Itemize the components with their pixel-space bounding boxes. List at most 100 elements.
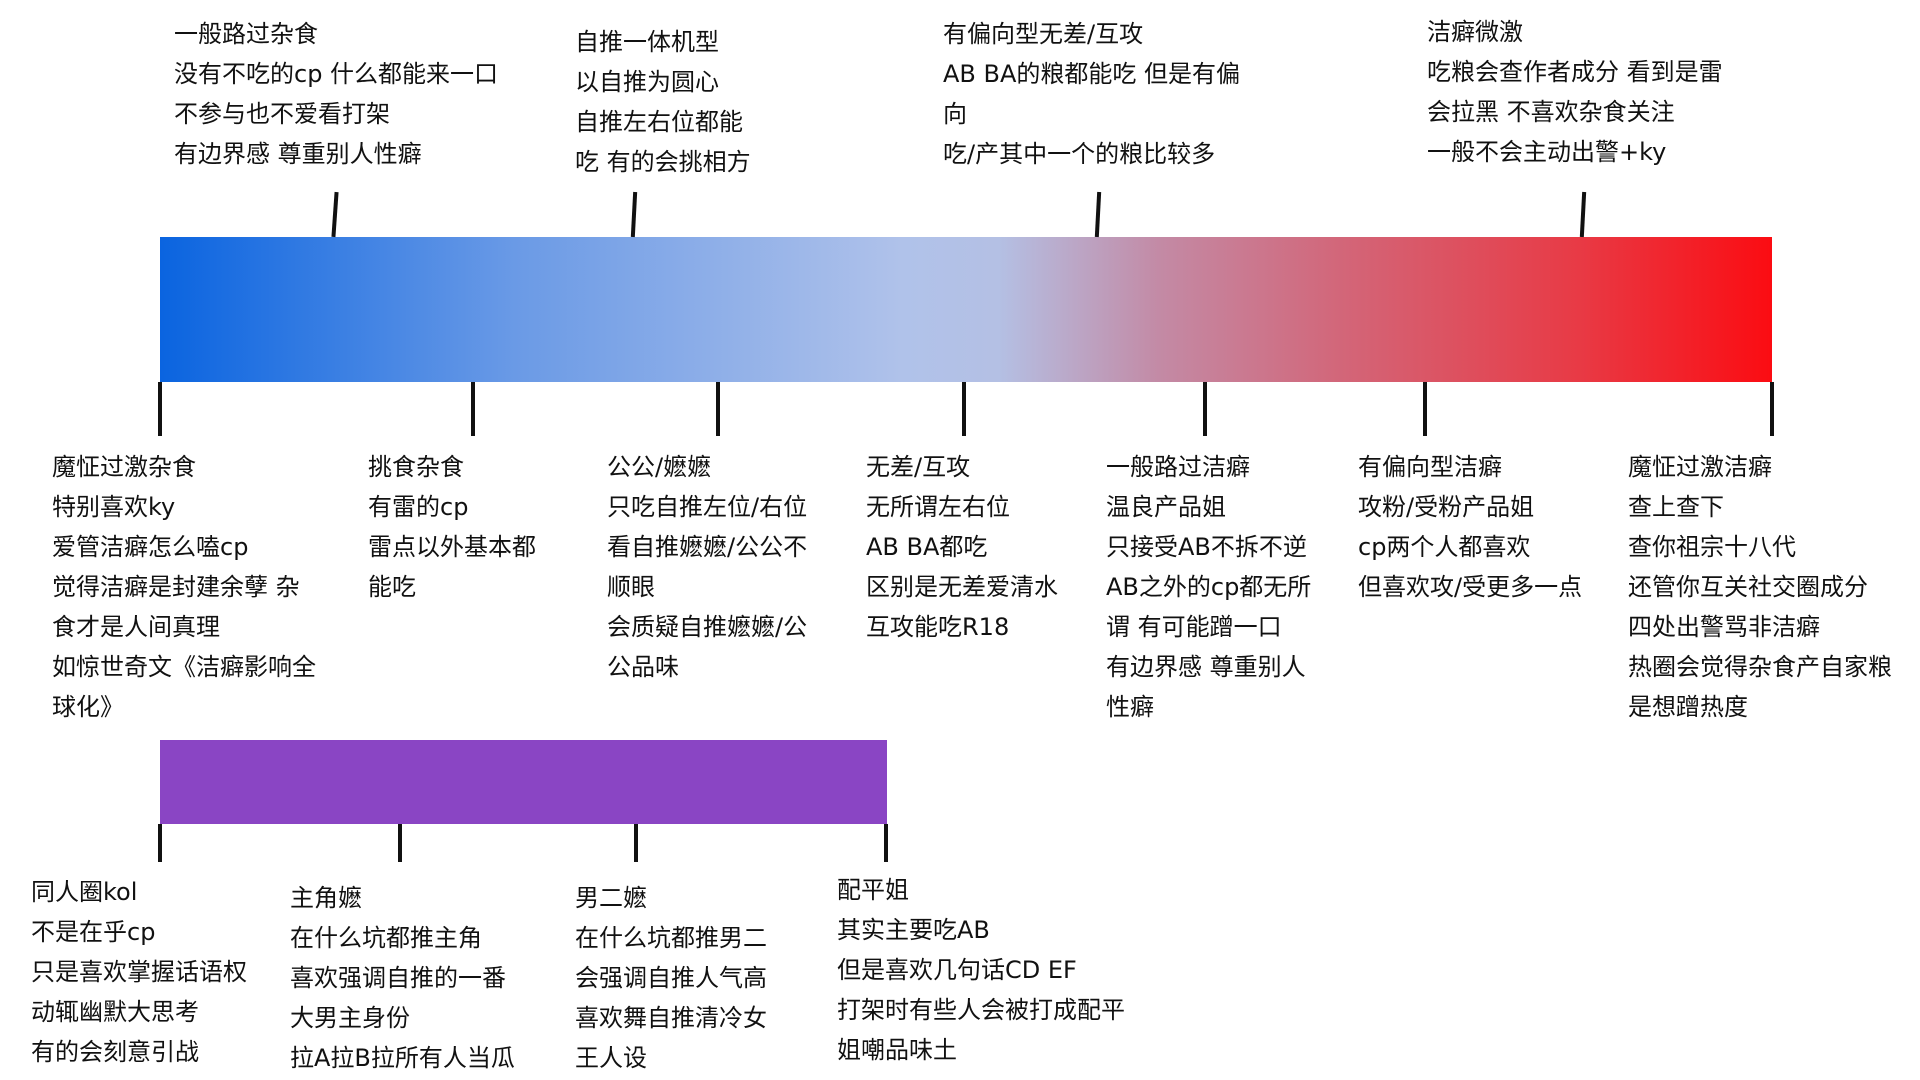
label-line: 会质疑自推嬷嬷/公 xyxy=(607,613,808,641)
label-line: 有偏向型洁癖 xyxy=(1358,453,1502,481)
label-line: 觉得洁癖是封建余孽 杂 xyxy=(52,573,300,601)
bottom-label-5: 一般路过洁癖 温良产品姐 只接受AB不拆不逆 AB之外的cp都无所 谓 有可能蹭… xyxy=(1106,447,1311,727)
label-line: 如惊世奇文《洁癖影响全 xyxy=(52,653,316,681)
bottom-label-1: 魔怔过激杂食 特别喜欢ky 爱管洁癖怎么嗑cp 觉得洁癖是封建余孽 杂 食才是人… xyxy=(52,447,316,727)
label-line: 自推左右位都能 xyxy=(575,108,743,136)
top-tick-4 xyxy=(1579,191,1587,238)
label-line: 有的会刻意引战 xyxy=(31,1038,199,1066)
label-line: 王人设 xyxy=(575,1044,647,1072)
top-label-2: 自推一体机型 以自推为圆心 自推左右位都能 吃 有的会挑相方 xyxy=(575,22,751,182)
label-line: 同人圈kol xyxy=(31,878,138,906)
label-line: 查上查下 xyxy=(1628,493,1724,521)
label-line: 顺眼 xyxy=(607,573,655,601)
label-line: 四处出警骂非洁癖 xyxy=(1628,613,1820,641)
label-line: 在什么坑都推主角 xyxy=(290,924,482,952)
purple-category-bar xyxy=(160,740,887,824)
label-line: 但喜欢攻/受更多一点 xyxy=(1358,573,1583,601)
label-line: 爱管洁癖怎么嗑cp xyxy=(52,533,249,561)
label-line: 其实主要吃AB xyxy=(837,916,990,944)
purple-label-1: 同人圈kol 不是在乎cp 只是喜欢掌握话语权 动辄幽默大思考 有的会刻意引战 xyxy=(31,872,247,1072)
bottom-tick-3 xyxy=(716,382,720,436)
label-line: 互攻能吃R18 xyxy=(866,613,1010,641)
bottom-label-4: 无差/互攻 无所谓左右位 AB BA都吃 区别是无差爱清水 互攻能吃R18 xyxy=(866,447,1058,647)
label-line: 有偏向型无差/互攻 xyxy=(943,20,1144,48)
label-line: 挑食杂食 xyxy=(368,453,464,481)
label-line: cp两个人都喜欢 xyxy=(1358,533,1531,561)
label-line: 会强调自推人气高 xyxy=(575,964,767,992)
label-line: 只接受AB不拆不逆 xyxy=(1106,533,1307,561)
label-line: 打架时有些人会被打成配平 xyxy=(837,996,1125,1024)
bottom-label-6: 有偏向型洁癖 攻粉/受粉产品姐 cp两个人都喜欢 但喜欢攻/受更多一点 xyxy=(1358,447,1582,607)
label-line: 无差/互攻 xyxy=(866,453,971,481)
purple-label-4: 配平姐 其实主要吃AB 但是喜欢几句话CD EF 打架时有些人会被打成配平 姐嘲… xyxy=(837,870,1125,1070)
label-line: 魔怔过激杂食 xyxy=(52,453,196,481)
purple-label-3: 男二嬷 在什么坑都推男二 会强调自推人气高 喜欢舞自推清冷女 王人设 xyxy=(575,878,767,1078)
label-line: 还管你互关社交圈成分 xyxy=(1628,573,1868,601)
label-line: 只是喜欢掌握话语权 xyxy=(31,958,247,986)
label-line: 吃 有的会挑相方 xyxy=(575,148,751,176)
label-line: 特别喜欢ky xyxy=(52,493,176,521)
bottom-tick-2 xyxy=(471,382,475,436)
label-line: 洁癖微激 xyxy=(1427,18,1523,46)
bottom-tick-6 xyxy=(1423,382,1427,436)
bottom-label-3: 公公/嬷嬷 只吃自推左位/右位 看自推嬷嬷/公公不 顺眼 会质疑自推嬷嬷/公 公… xyxy=(607,447,807,687)
label-line: 无所谓左右位 xyxy=(866,493,1010,521)
label-line: AB之外的cp都无所 xyxy=(1106,573,1312,601)
label-line: 但是喜欢几句话CD EF xyxy=(837,956,1077,984)
label-line: 区别是无差爱清水 xyxy=(866,573,1058,601)
label-line: 吃粮会查作者成分 看到是雷 xyxy=(1427,58,1723,86)
top-tick-1 xyxy=(331,191,339,238)
label-line: 主角嬷 xyxy=(290,884,362,912)
label-line: 没有不吃的cp 什么都能来一口 xyxy=(174,60,499,88)
bottom-tick-7 xyxy=(1770,382,1774,436)
top-label-3: 有偏向型无差/互攻 AB BA的粮都能吃 但是有偏 向 吃/产其中一个的粮比较多 xyxy=(943,14,1240,174)
label-line: AB BA都吃 xyxy=(866,533,988,561)
label-line: 动辄幽默大思考 xyxy=(31,998,199,1026)
top-label-1: 一般路过杂食 没有不吃的cp 什么都能来一口 不参与也不爱看打架 有边界感 尊重… xyxy=(174,14,498,174)
bottom-label-7: 魔怔过激洁癖 查上查下 查你祖宗十八代 还管你互关社交圈成分 四处出警骂非洁癖 … xyxy=(1628,447,1892,727)
purple-tick-3 xyxy=(634,824,638,862)
label-line: 食才是人间真理 xyxy=(52,613,220,641)
label-line: 配平姐 xyxy=(837,876,909,904)
label-line: 雷点以外基本都 xyxy=(368,533,536,561)
spectrum-gradient-bar xyxy=(160,237,1772,382)
label-line: 是想蹭热度 xyxy=(1628,693,1748,721)
label-line: 只吃自推左位/右位 xyxy=(607,493,808,521)
label-line: 魔怔过激洁癖 xyxy=(1628,453,1772,481)
label-line: 温良产品姐 xyxy=(1106,493,1226,521)
label-line: AB BA的粮都能吃 但是有偏 xyxy=(943,60,1241,88)
purple-tick-4 xyxy=(884,824,888,862)
label-line: 喜欢强调自推的一番 xyxy=(290,964,506,992)
top-tick-2 xyxy=(630,191,638,238)
label-line: 吃/产其中一个的粮比较多 xyxy=(943,140,1216,168)
label-line: 以自推为圆心 xyxy=(575,68,719,96)
purple-tick-1 xyxy=(158,824,162,862)
label-line: 一般路过洁癖 xyxy=(1106,453,1250,481)
label-line: 攻粉/受粉产品姐 xyxy=(1358,493,1535,521)
label-line: 在什么坑都推男二 xyxy=(575,924,767,952)
purple-label-2: 主角嬷 在什么坑都推主角 喜欢强调自推的一番 大男主身份 拉A拉B拉所有人当瓜 xyxy=(290,878,515,1078)
bottom-tick-4 xyxy=(962,382,966,436)
label-line: 性癖 xyxy=(1106,693,1154,721)
bottom-label-2: 挑食杂食 有雷的cp 雷点以外基本都 能吃 xyxy=(368,447,536,607)
label-line: 会拉黑 不喜欢杂食关注 xyxy=(1427,98,1675,126)
label-line: 男二嬷 xyxy=(575,884,647,912)
label-line: 拉A拉B拉所有人当瓜 xyxy=(290,1044,515,1072)
label-line: 公品味 xyxy=(607,653,679,681)
label-line: 查你祖宗十八代 xyxy=(1628,533,1796,561)
label-line: 有雷的cp xyxy=(368,493,469,521)
label-line: 看自推嬷嬷/公公不 xyxy=(607,533,808,561)
label-line: 不参与也不爱看打架 xyxy=(174,100,390,128)
label-line: 一般路过杂食 xyxy=(174,20,318,48)
bottom-tick-1 xyxy=(158,382,162,436)
label-line: 向 xyxy=(943,100,967,128)
label-line: 球化》 xyxy=(52,693,124,721)
label-line: 热圈会觉得杂食产自家粮 xyxy=(1628,653,1892,681)
label-line: 公公/嬷嬷 xyxy=(607,453,712,481)
bottom-tick-5 xyxy=(1203,382,1207,436)
label-line: 自推一体机型 xyxy=(575,28,719,56)
label-line: 大男主身份 xyxy=(290,1004,410,1032)
top-tick-3 xyxy=(1094,191,1102,238)
top-label-4: 洁癖微激 吃粮会查作者成分 看到是雷 会拉黑 不喜欢杂食关注 一般不会主动出警+… xyxy=(1427,12,1723,172)
label-line: 有边界感 尊重别人 xyxy=(1106,653,1306,681)
